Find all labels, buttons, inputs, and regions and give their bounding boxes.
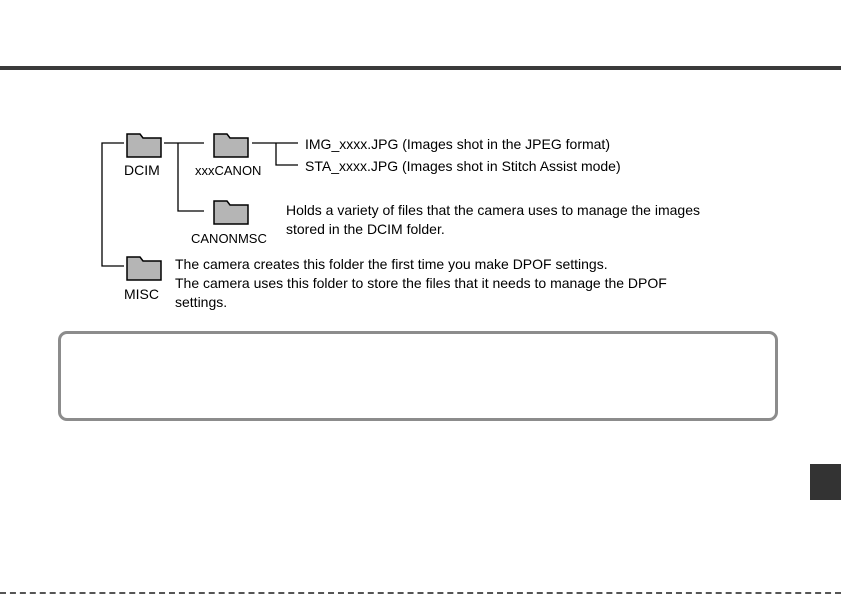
folder-icon <box>213 133 249 158</box>
folder-tree-lines <box>101 142 298 267</box>
folder-label-dcim: DCIM <box>124 162 160 178</box>
folder-icon <box>213 200 249 225</box>
canonmsc-description-line1: Holds a variety of files that the camera… <box>286 202 700 218</box>
folder-label-xxxcanon: xxxCANON <box>195 163 262 178</box>
dcim-canonmsc-connector <box>177 143 204 212</box>
folder-icon <box>126 133 162 158</box>
header-rule <box>0 66 841 70</box>
folder-label-misc: MISC <box>124 286 159 302</box>
folder-label-canonmsc: CANONMSC <box>191 231 267 246</box>
misc-description-line1: The camera creates this folder the first… <box>175 256 608 272</box>
file-entry-sta: STA_xxxx.JPG (Images shot in Stitch Assi… <box>305 158 621 174</box>
file-entry-img: IMG_xxxx.JPG (Images shot in the JPEG fo… <box>305 136 610 152</box>
page-tab-marker <box>810 464 841 500</box>
misc-description-line2: The camera uses this folder to store the… <box>175 275 667 291</box>
root-connector <box>101 142 124 267</box>
note-box <box>58 331 778 421</box>
bottom-rule <box>0 592 841 594</box>
folder-icon <box>126 256 162 281</box>
canonmsc-description-line2: stored in the DCIM folder. <box>286 221 445 237</box>
misc-description-line3: settings. <box>175 294 228 310</box>
xxxcanon-sta-connector <box>275 143 298 166</box>
